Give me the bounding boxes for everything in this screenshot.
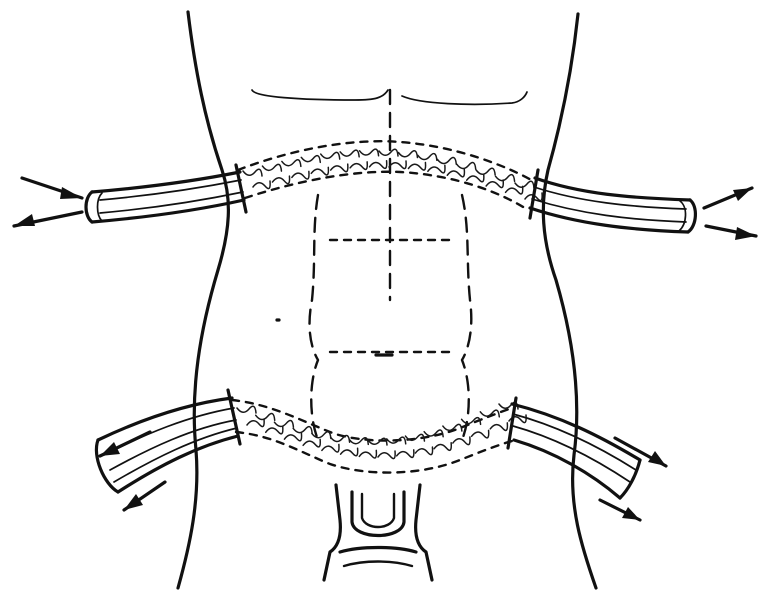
mesh-stitch — [341, 448, 358, 456]
mesh-stitch — [418, 154, 437, 161]
genital-outer — [324, 485, 432, 580]
mesh-stitch — [311, 167, 328, 175]
genital-outline — [324, 485, 432, 580]
mesh-stitch — [272, 176, 289, 184]
upper-right-tube-ring — [679, 201, 686, 231]
torso-left-contour — [178, 12, 228, 588]
mesh-stitch — [301, 156, 320, 163]
upper-right-tube-outer-bottom — [530, 208, 688, 232]
genital-base — [340, 548, 416, 553]
mesh-stitch — [243, 169, 262, 176]
mesh-stitch — [340, 150, 359, 157]
mesh-stitch — [321, 152, 340, 159]
upper-left-tube-inner-bottom — [100, 192, 243, 213]
upper-left-arrow-in — [22, 178, 82, 199]
mesh-stitch — [274, 420, 293, 427]
mesh-stitch — [476, 168, 495, 175]
mesh-stitch — [398, 151, 417, 158]
mesh-stitch — [284, 433, 301, 441]
upper-right-arrow-up — [704, 188, 752, 208]
mesh-stitch — [331, 164, 348, 172]
upper-right-arrow-down — [706, 226, 756, 240]
upper-left-arrow-out — [14, 212, 82, 226]
rectus-left-edge — [310, 195, 318, 440]
torso-right-contour — [543, 14, 596, 588]
mesh-stitch — [253, 181, 270, 189]
mesh-stitch — [453, 437, 470, 445]
mesh-stitch — [397, 450, 414, 458]
mesh-stitch — [490, 423, 507, 431]
genital-u-shape — [352, 492, 404, 536]
genital-inner — [362, 494, 394, 527]
mesh-stitch — [457, 162, 476, 169]
lower-left-tube-outer-bottom — [118, 436, 238, 492]
lower-left-tube-outer-top — [98, 398, 232, 440]
mesh-stitch — [370, 161, 387, 169]
lower-left-tube-inner-1 — [104, 408, 234, 455]
upper-left-tube-end — [86, 192, 92, 222]
upper-right-tube-end — [688, 200, 695, 232]
mesh-stitch — [447, 169, 464, 177]
genital-bottom — [344, 562, 412, 567]
mesh-stitch — [437, 158, 456, 165]
upper-mesh-band-bottom — [245, 172, 528, 210]
mesh-stitch — [303, 439, 320, 447]
upper-left-tube-outer-top — [92, 172, 240, 192]
mesh-stitch — [415, 447, 432, 455]
mesh-stitch — [443, 424, 462, 431]
mesh-stitch — [515, 181, 534, 188]
mesh-stitch — [467, 174, 484, 182]
mesh-stitch — [434, 443, 451, 451]
mesh-stitch — [292, 171, 309, 179]
mesh-stitch — [480, 410, 499, 417]
mesh-stitch — [408, 163, 425, 171]
lower-right-tube-outer-bottom — [514, 440, 620, 498]
mesh-stitch — [266, 426, 283, 434]
upper-left-tube-ring — [98, 193, 103, 221]
mesh-stitch — [282, 160, 301, 167]
rectus-abdominis-contours — [277, 195, 471, 440]
rectus-right-edge — [462, 195, 471, 440]
mesh-stitch — [359, 450, 376, 458]
mesh-stitch — [496, 175, 515, 182]
lower-right-arrow-down — [600, 500, 640, 520]
mesh-stitch — [389, 161, 406, 169]
mesh-stitch — [360, 149, 379, 156]
torso-outline — [178, 12, 596, 588]
mesh-stitch — [350, 162, 367, 170]
mesh-stitch — [322, 444, 339, 452]
mesh-stitch — [237, 406, 256, 413]
mesh-stitch — [293, 427, 312, 434]
lower-drain — [96, 390, 640, 498]
mesh-stitch — [379, 149, 398, 156]
mesh-stitch — [378, 451, 395, 459]
mesh-stitch — [428, 165, 445, 173]
lower-left-tube-inner-3 — [114, 428, 237, 482]
mesh-stitch — [262, 164, 281, 171]
mesh-stitch — [472, 430, 489, 438]
mesh-stitch — [256, 414, 275, 421]
upper-right-tube-outer-top — [535, 178, 690, 200]
